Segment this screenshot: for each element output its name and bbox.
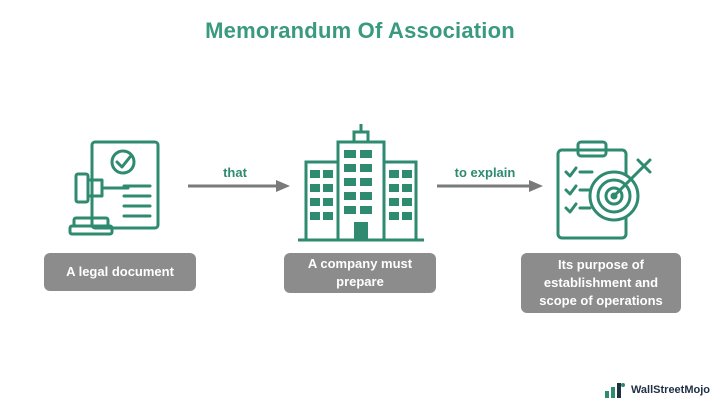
arrow-right-icon bbox=[437, 180, 543, 192]
wallstreetmojo-logo-icon bbox=[604, 383, 625, 398]
step-box-legal-document: A legal document bbox=[44, 253, 196, 291]
diagram-title: Memorandum Of Association bbox=[205, 18, 515, 43]
brand-logo: WallStreetMojo bbox=[604, 381, 710, 399]
office-building-icon bbox=[296, 122, 426, 244]
step-box-purpose-scope: Its purpose of establishment and scope o… bbox=[521, 253, 681, 313]
connector-label-to-explain: to explain bbox=[454, 165, 516, 180]
gavel-document-icon bbox=[68, 138, 178, 243]
connector-label-that: that bbox=[223, 165, 247, 180]
clipboard-target-icon bbox=[552, 138, 662, 243]
arrow-right-icon bbox=[188, 180, 290, 192]
step-box-company-prepare: A company must prepare bbox=[284, 253, 436, 293]
brand-name: WallStreetMojo bbox=[630, 384, 710, 396]
